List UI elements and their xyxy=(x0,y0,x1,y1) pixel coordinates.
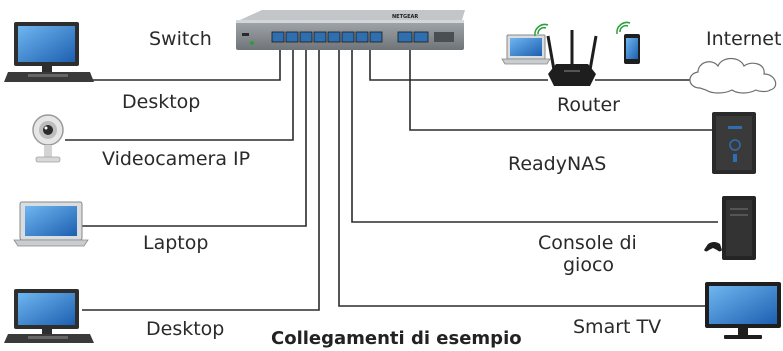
wifi-icon-left xyxy=(534,23,549,37)
router-label: Router xyxy=(557,94,620,116)
console-label-line2: gioco xyxy=(563,254,615,276)
internet-label: Internet xyxy=(706,28,782,50)
console-label-line1: Console di xyxy=(538,232,637,254)
desktop-bottom-label: Desktop xyxy=(146,318,225,340)
internet-cloud-icon xyxy=(689,57,777,94)
cable-desktop-top xyxy=(60,48,281,81)
game-console-icon xyxy=(704,196,756,260)
ip-camera-icon xyxy=(32,114,64,163)
switch-label: Switch xyxy=(149,28,212,50)
desktop-top-icon xyxy=(4,22,94,82)
smart-tv-icon xyxy=(705,282,781,339)
switch-brand-label: NETGEAR xyxy=(392,14,418,20)
cables xyxy=(60,48,718,311)
readynas-label: ReadyNAS xyxy=(508,153,607,175)
cable-ip-camera xyxy=(65,48,294,141)
cable-laptop xyxy=(82,48,307,227)
router-icon xyxy=(546,30,598,86)
cable-smart-tv xyxy=(338,48,705,307)
wifi-icon-right xyxy=(616,21,631,35)
smart-tv-label: Smart TV xyxy=(573,316,662,338)
desktop-top-label: Desktop xyxy=(122,91,201,113)
cable-router-uplink xyxy=(369,48,548,81)
smartphone-icon xyxy=(624,34,640,64)
desktop-bottom-icon xyxy=(4,289,94,343)
laptop-icon xyxy=(13,201,89,247)
router-laptop-icon xyxy=(501,34,551,65)
diagram-caption: Collegamenti di esempio xyxy=(271,328,522,349)
readynas-icon xyxy=(712,112,756,174)
cable-desktop-bottom xyxy=(82,48,320,311)
laptop-label: Laptop xyxy=(143,232,209,254)
switch-device: NETGEAR xyxy=(236,10,465,50)
cable-console xyxy=(351,48,718,223)
ip-camera-label: Videocamera IP xyxy=(102,148,251,170)
cable-readynas xyxy=(409,48,712,131)
switch-ports xyxy=(271,31,429,43)
